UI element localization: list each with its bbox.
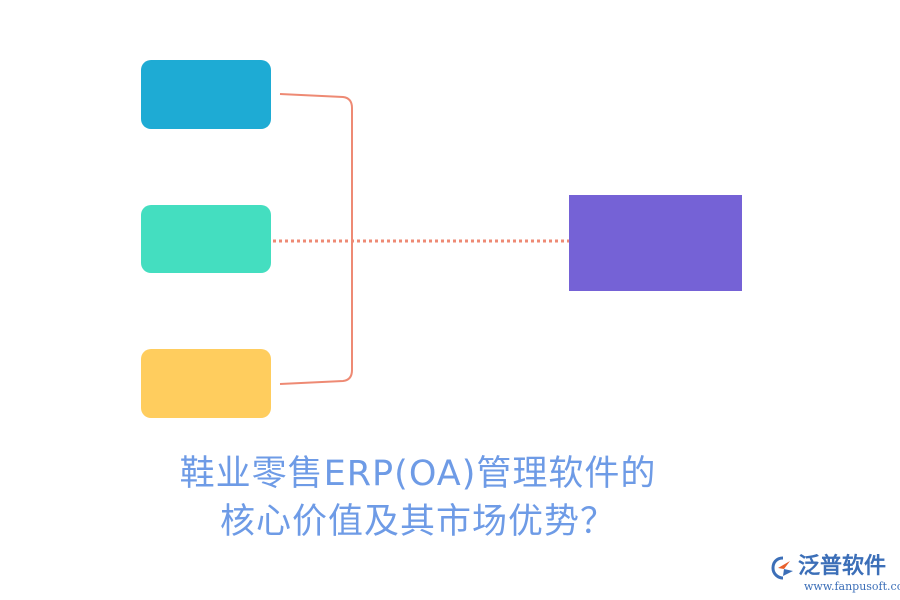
logo-name: 泛普软件: [798, 554, 887, 579]
bracket-connector: [279, 93, 353, 385]
logo-url: www.fanpusoft.com: [804, 580, 900, 593]
title-line-2: 核心价值及其市场优势？: [219, 502, 616, 542]
node-box-teal: [141, 205, 271, 273]
title-line-1: 鞋业零售ERP(OA)管理软件的: [179, 454, 657, 494]
node-box-blue: [141, 60, 271, 129]
node-box-yellow: [141, 349, 271, 418]
target-box: [569, 195, 742, 291]
logo-mark-icon: [771, 556, 793, 580]
brand-logo: 泛普软件 www.fanpusoft.com: [768, 552, 900, 596]
